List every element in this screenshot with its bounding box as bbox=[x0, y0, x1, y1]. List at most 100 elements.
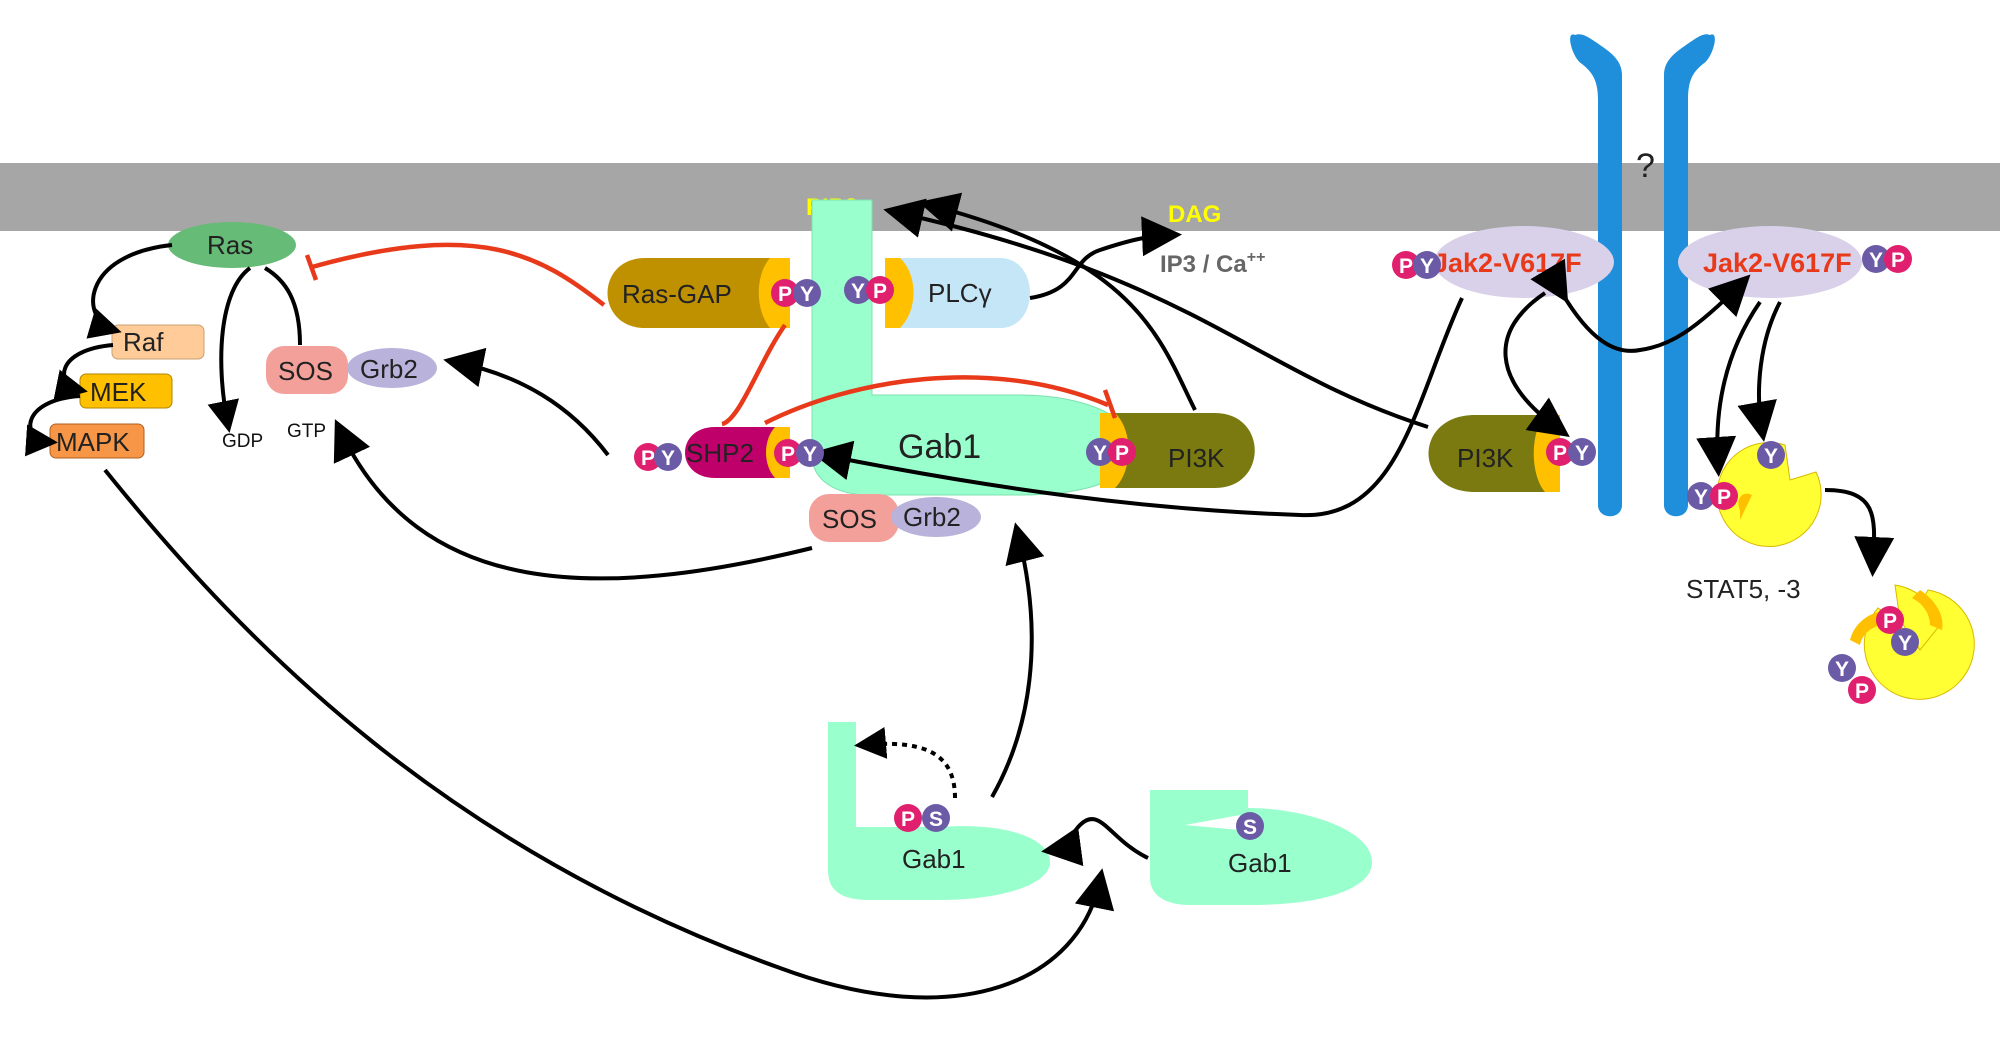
jak2-left-label: Jak2-V617F bbox=[1433, 248, 1582, 278]
ip3-ca-superscript: ++ bbox=[1247, 249, 1266, 266]
arrow-sos-gtp bbox=[333, 419, 813, 581]
ps-badge-gab1-lower: P S bbox=[894, 804, 950, 832]
plcg-label: PLCγ bbox=[928, 278, 992, 308]
svg-text:S: S bbox=[1243, 816, 1257, 839]
yp-badge-stat-monomer: Y P bbox=[1687, 482, 1738, 510]
raf bbox=[111, 324, 205, 360]
stat-label: STAT5, -3 bbox=[1686, 574, 1801, 604]
s-badge-gab1-right: S bbox=[1236, 812, 1264, 840]
svg-text:Y: Y bbox=[661, 447, 675, 470]
line-sos-ras bbox=[263, 266, 302, 346]
svg-text:Y: Y bbox=[803, 443, 817, 466]
arrow-jak-pi3k bbox=[1503, 291, 1570, 437]
ip3-ca-label: IP3 / Ca++ bbox=[1160, 249, 1265, 278]
svg-text:P: P bbox=[778, 283, 792, 306]
arrow-jak-jak bbox=[1530, 258, 1751, 353]
arrow-jak-stat-1 bbox=[1696, 300, 1762, 477]
grb2-left-label: Grb2 bbox=[360, 354, 418, 384]
arrow-gab1right-gab1left bbox=[1041, 817, 1149, 867]
arrow-mapk-gab1 bbox=[103, 468, 1115, 1000]
inhibition-bar-pi3k bbox=[1102, 389, 1118, 419]
inhibition-shp2-rasgap bbox=[721, 323, 787, 427]
arrow-pi3k-pip3 bbox=[918, 192, 1197, 411]
cytokine-receptor bbox=[1570, 34, 1715, 517]
arrow-ras-raf bbox=[86, 243, 173, 339]
gab1-lower-phospho bbox=[828, 722, 1050, 900]
svg-text:S: S bbox=[929, 808, 943, 831]
yp-badge-jak2-right: Y P bbox=[1862, 245, 1912, 273]
jak2-right-label: Jak2-V617F bbox=[1703, 248, 1852, 278]
arrow-plcg-dag bbox=[1029, 216, 1182, 300]
mapk-label: MAPK bbox=[56, 427, 130, 457]
svg-text:Y: Y bbox=[851, 280, 865, 303]
gab1-main-label: Gab1 bbox=[898, 428, 981, 466]
svg-text:Y: Y bbox=[800, 283, 814, 306]
ras-gap-label: Ras-GAP bbox=[622, 279, 732, 309]
ras-label: Ras bbox=[207, 230, 253, 260]
svg-text:P: P bbox=[1717, 486, 1731, 509]
gtp-label: GTP bbox=[287, 421, 326, 442]
inhibition-bar-sos bbox=[304, 254, 319, 281]
shp2-label: SHP2 bbox=[686, 438, 754, 468]
arrow-gab1-dotted-feedback bbox=[854, 727, 957, 799]
arrow-mek-mapk bbox=[24, 394, 81, 457]
svg-text:P: P bbox=[1553, 442, 1567, 465]
ras bbox=[168, 222, 296, 268]
svg-text:P: P bbox=[901, 808, 915, 831]
svg-text:Y: Y bbox=[1093, 442, 1107, 465]
arrow-stat-dimer bbox=[1824, 488, 1895, 577]
dag-label: DAG bbox=[1168, 201, 1221, 228]
svg-text:P: P bbox=[1399, 255, 1413, 278]
plcg-protein bbox=[885, 258, 1030, 328]
grb2-gab1-label: Grb2 bbox=[903, 502, 961, 532]
svg-text:Y: Y bbox=[1694, 486, 1708, 509]
gab1-lower-right-label: Gab1 bbox=[1228, 848, 1292, 878]
svg-text:P: P bbox=[781, 443, 795, 466]
arrow-pi3kr-pip3 bbox=[883, 198, 1429, 429]
sos-left bbox=[266, 346, 348, 394]
arrow-shp2-grb2 bbox=[443, 347, 610, 457]
svg-text:Y: Y bbox=[1898, 632, 1912, 655]
gdp-label: GDP bbox=[222, 431, 263, 452]
arrow-ras-gdp bbox=[207, 266, 252, 433]
pY-badge-jak2-left: P Y bbox=[1392, 251, 1441, 279]
gab1-lower-left-label: Gab1 bbox=[902, 844, 966, 874]
y-badge-stat-monomer: Y bbox=[1757, 441, 1785, 469]
sos-gab1 bbox=[809, 494, 899, 542]
cell-membrane bbox=[0, 163, 2000, 231]
svg-text:P: P bbox=[873, 280, 887, 303]
svg-text:Y: Y bbox=[1835, 658, 1849, 681]
sos-gab1-label: SOS bbox=[822, 504, 877, 534]
grb2-gab1 bbox=[891, 497, 981, 537]
pY-badge-shp2-gab1: P Y bbox=[774, 439, 824, 467]
svg-text:Y: Y bbox=[1764, 445, 1778, 468]
svg-text:P: P bbox=[641, 447, 655, 470]
pi3k-gab1-label: PI3K bbox=[1168, 443, 1225, 473]
pY-badge-rasgap: P Y bbox=[771, 279, 821, 307]
raf-label: Raf bbox=[123, 327, 164, 357]
gab1-lower-right bbox=[1150, 790, 1372, 905]
receptor-question-mark: ? bbox=[1636, 147, 1655, 185]
pY-badge-shp2-left: P Y bbox=[634, 443, 682, 471]
svg-text:P: P bbox=[1115, 442, 1129, 465]
arrow-jak-gab1 bbox=[811, 297, 1464, 518]
mek-label: MEK bbox=[90, 377, 147, 407]
arrow-raf-mek bbox=[53, 343, 114, 401]
arrow-jak-stat-2 bbox=[1737, 301, 1782, 442]
svg-text:Y: Y bbox=[1869, 249, 1883, 272]
svg-text:P: P bbox=[1855, 680, 1869, 703]
pi3k-receptor-label: PI3K bbox=[1457, 443, 1514, 473]
stat-monomer bbox=[1716, 442, 1822, 547]
svg-text:Y: Y bbox=[1420, 255, 1434, 278]
svg-text:P: P bbox=[1883, 610, 1897, 633]
svg-text:P: P bbox=[1891, 249, 1905, 272]
inhibition-shp2-pi3k bbox=[763, 375, 1109, 426]
arrow-gab1lower-gab1main bbox=[990, 522, 1045, 798]
py-badges-stat-dimer: P Y Y P bbox=[1828, 606, 1919, 704]
svg-text:Y: Y bbox=[1575, 442, 1589, 465]
yp-badge-pi3k-gab1: Y P bbox=[1086, 438, 1136, 466]
yp-badge-plcg: Y P bbox=[844, 276, 894, 304]
grb2-left bbox=[347, 348, 437, 388]
pY-badge-pi3k-receptor: P Y bbox=[1546, 438, 1596, 466]
